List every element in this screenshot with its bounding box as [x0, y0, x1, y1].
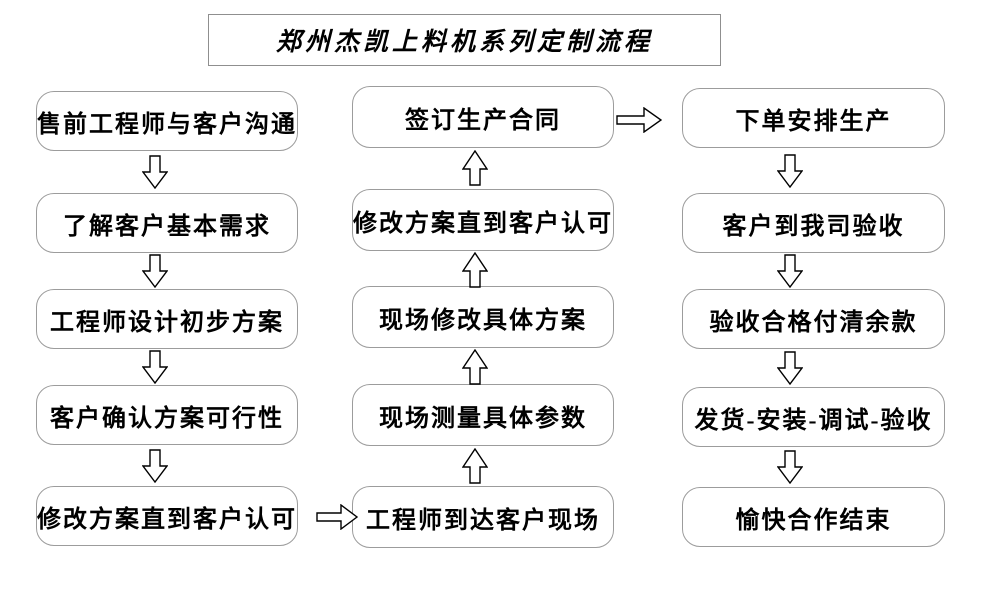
right-arrow-icon [316, 503, 359, 531]
flow-node-label: 现场测量具体参数 [379, 405, 587, 432]
flow-node-label: 售前工程师与客户沟通 [37, 111, 297, 138]
down-arrow-icon [141, 350, 169, 385]
flow-node-presale-communication: 售前工程师与客户沟通 [36, 91, 298, 151]
flow-node-ship-install-debug-accept: 发货-安装-调试-验收 [682, 387, 945, 447]
down-arrow-icon [776, 450, 804, 485]
flow-node-label: 修改方案直到客户认可 [353, 210, 613, 237]
flow-node-happy-cooperation-end: 愉快合作结束 [682, 487, 945, 547]
flow-node-label: 下单安排生产 [735, 108, 892, 135]
flow-node-confirm-feasibility: 客户确认方案可行性 [36, 385, 298, 445]
flow-node-understand-needs: 了解客户基本需求 [36, 193, 298, 253]
up-arrow-icon [461, 149, 489, 186]
flow-node-label: 签订生产合同 [405, 107, 561, 134]
flow-node-label: 工程师到达客户现场 [366, 507, 600, 534]
flow-node-label: 工程师设计初步方案 [50, 309, 284, 336]
flow-node-label: 修改方案直到客户认可 [37, 506, 297, 533]
flow-node-onsite-revise-plan: 现场修改具体方案 [352, 286, 614, 348]
flow-node-label: 验收合格付清余款 [709, 309, 918, 336]
up-arrow-icon [461, 348, 489, 385]
down-arrow-icon [141, 254, 169, 289]
flow-node-revise-until-approved-2: 修改方案直到客户认可 [352, 189, 614, 251]
flow-node-label: 愉快合作结束 [735, 507, 892, 534]
flow-node-order-production: 下单安排生产 [682, 88, 945, 148]
flow-node-engineer-arrives-site: 工程师到达客户现场 [352, 486, 614, 548]
flowchart-title: 郑州杰凯上料机系列定制流程 [208, 14, 721, 66]
down-arrow-icon [776, 254, 804, 289]
flow-node-customer-acceptance-visit: 客户到我司验收 [682, 193, 945, 253]
flow-node-sign-contract: 签订生产合同 [352, 86, 614, 148]
flow-node-revise-until-approved-1: 修改方案直到客户认可 [36, 486, 298, 546]
right-arrow-icon [616, 106, 663, 134]
flow-node-label: 发货-安装-调试-验收 [694, 407, 933, 434]
down-arrow-icon [141, 155, 169, 190]
down-arrow-icon [141, 449, 169, 484]
flow-node-label: 客户到我司验收 [722, 213, 905, 240]
flow-node-label: 客户确认方案可行性 [50, 405, 284, 432]
flow-node-onsite-measure-params: 现场测量具体参数 [352, 384, 614, 446]
down-arrow-icon [776, 154, 804, 189]
down-arrow-icon [776, 351, 804, 386]
flow-node-pay-balance: 验收合格付清余款 [682, 289, 945, 349]
flow-node-label: 了解客户基本需求 [63, 213, 271, 240]
up-arrow-icon [461, 447, 489, 484]
flow-node-initial-design: 工程师设计初步方案 [36, 289, 298, 349]
flowchart-title-label: 郑州杰凯上料机系列定制流程 [275, 29, 653, 56]
up-arrow-icon [461, 251, 489, 288]
flow-node-label: 现场修改具体方案 [379, 307, 587, 334]
